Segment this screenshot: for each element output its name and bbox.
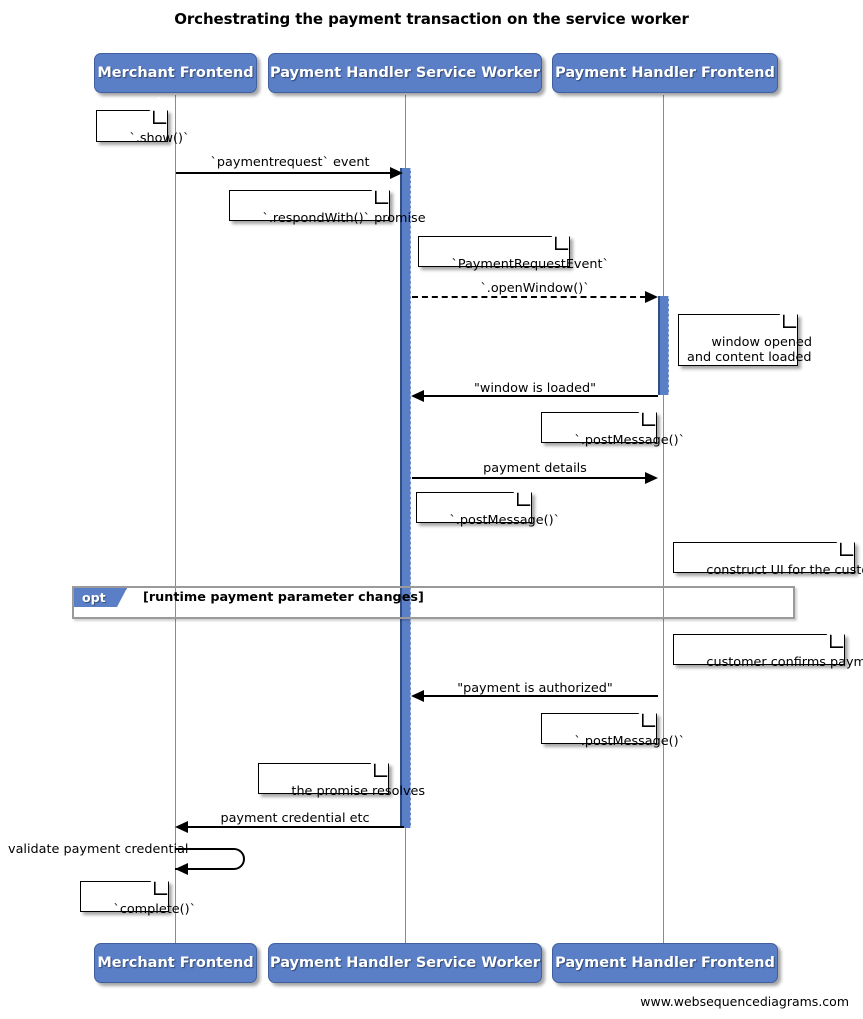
activation-service-worker (400, 168, 411, 828)
note-window-opened: window opened and content loaded (678, 300, 812, 366)
message-arrowhead-open-window (645, 291, 658, 303)
message-arrowhead-window-is-loaded (411, 390, 424, 402)
activation-payment-handler-frontend (658, 296, 669, 395)
note-body: `PaymentRequestEvent` (418, 222, 609, 272)
message-line-payment-is-authorized (424, 695, 658, 697)
note-fold-icon (375, 190, 389, 204)
note-text: `.postMessage()` (574, 734, 685, 749)
note-postmessage-2: `.postMessage()` (416, 478, 560, 528)
participant-label: Payment Handler Service Worker (269, 65, 541, 81)
participant-merchant-frontend-top[interactable]: Merchant Frontend (94, 53, 257, 93)
note-body: construct UI for the customer (673, 528, 863, 578)
opt-fragment-condition: [runtime payment parameter changes] (143, 590, 424, 605)
message-label-paymentrequest-event: `paymentrequest` event (210, 155, 370, 170)
note-body: `.show()` (96, 96, 189, 146)
participant-label: Payment Handler Frontend (555, 65, 775, 81)
message-arrowhead-payment-credential-etc (175, 821, 188, 833)
message-line-payment-details (412, 477, 646, 479)
note-promise-resolves: the promise resolves (258, 749, 425, 799)
message-label-window-is-loaded: "window is loaded" (473, 381, 597, 396)
message-arrowhead-payment-is-authorized (411, 690, 424, 702)
participant-payment-handler-frontend-bottom[interactable]: Payment Handler Frontend (552, 943, 778, 983)
note-fold-icon (555, 236, 569, 250)
note-text: `.show()` (129, 131, 190, 146)
lifeline-merchant-frontend (175, 95, 176, 943)
opt-fragment-tab: opt (74, 588, 127, 607)
note-postmessage-3: `.postMessage()` (541, 699, 685, 749)
lifeline-payment-handler-frontend (663, 95, 664, 943)
message-line-window-is-loaded (424, 395, 658, 397)
note-body: `.postMessage()` (541, 699, 685, 749)
message-line-paymentrequest-event (176, 172, 392, 174)
opt-fragment[interactable]: opt (72, 586, 795, 619)
participant-payment-handler-service-worker-bottom[interactable]: Payment Handler Service Worker (268, 943, 542, 983)
note-text: `.postMessage()` (449, 513, 560, 528)
note-body: `.postMessage()` (416, 478, 560, 528)
message-line-open-window (412, 296, 646, 298)
note-complete: `complete()` (80, 867, 196, 917)
participant-label: Merchant Frontend (97, 65, 254, 81)
participant-payment-handler-service-worker-top[interactable]: Payment Handler Service Worker (268, 53, 542, 93)
message-arrowhead-paymentrequest-event (390, 167, 403, 179)
note-body: `.respondWith()` promise (229, 176, 426, 226)
participant-payment-handler-frontend-top[interactable]: Payment Handler Frontend (552, 53, 778, 93)
note-fold-icon (374, 763, 388, 777)
note-customer-confirms: customer confirms payment (673, 620, 863, 670)
note-respondwith-promise: `.respondWith()` promise (229, 176, 426, 226)
footer-credit: www.websequencediagrams.com (640, 994, 849, 1009)
participant-label: Merchant Frontend (97, 955, 254, 971)
note-text: `complete()` (113, 902, 196, 917)
note-text: customer confirms payment (706, 655, 863, 670)
message-line-payment-credential-etc (188, 826, 404, 828)
note-fold-icon (783, 314, 797, 328)
note-body: customer confirms payment (673, 620, 863, 670)
note-text: window opened and content loaded (687, 335, 812, 365)
message-arrowhead-payment-details (645, 472, 658, 484)
note-body: the promise resolves (258, 749, 425, 799)
participant-merchant-frontend-bottom[interactable]: Merchant Frontend (94, 943, 257, 983)
participant-label: Payment Handler Service Worker (269, 955, 541, 971)
note-body: `complete()` (80, 867, 196, 917)
note-show: `.show()` (96, 96, 189, 146)
selfcall-loop-validate-payment-credential (175, 848, 245, 870)
note-fold-icon (642, 713, 656, 727)
note-fold-icon (642, 412, 656, 426)
note-body: `.postMessage()` (541, 398, 685, 448)
note-fold-icon (154, 881, 168, 895)
note-postmessage-1: `.postMessage()` (541, 398, 685, 448)
note-body: window opened and content loaded (678, 300, 812, 366)
note-construct-ui: construct UI for the customer (673, 528, 863, 578)
note-fold-icon (830, 634, 844, 648)
participant-label: Payment Handler Frontend (555, 955, 775, 971)
message-label-open-window: `.openWindow()` (480, 281, 590, 296)
note-text: `.postMessage()` (574, 433, 685, 448)
message-label-validate-payment-credential: validate payment credential (8, 842, 189, 857)
note-fold-icon (517, 492, 531, 506)
note-fold-icon (153, 110, 167, 124)
note-fold-icon (840, 542, 854, 556)
note-text: construct UI for the customer (706, 563, 863, 578)
opt-fragment-operator: opt (82, 590, 106, 605)
note-text: the promise resolves (291, 784, 426, 799)
message-label-payment-credential-etc: payment credential etc (220, 811, 370, 826)
message-label-payment-details: payment details (483, 461, 587, 476)
message-label-payment-is-authorized: "payment is authorized" (457, 681, 613, 696)
note-text: `.respondWith()` promise (262, 211, 426, 226)
page-title: Orchestrating the payment transaction on… (174, 10, 689, 28)
note-text: `PaymentRequestEvent` (451, 257, 609, 272)
message-arrowhead-validate-payment-credential (175, 863, 188, 875)
note-paymentrequestevent: `PaymentRequestEvent` (418, 222, 609, 272)
